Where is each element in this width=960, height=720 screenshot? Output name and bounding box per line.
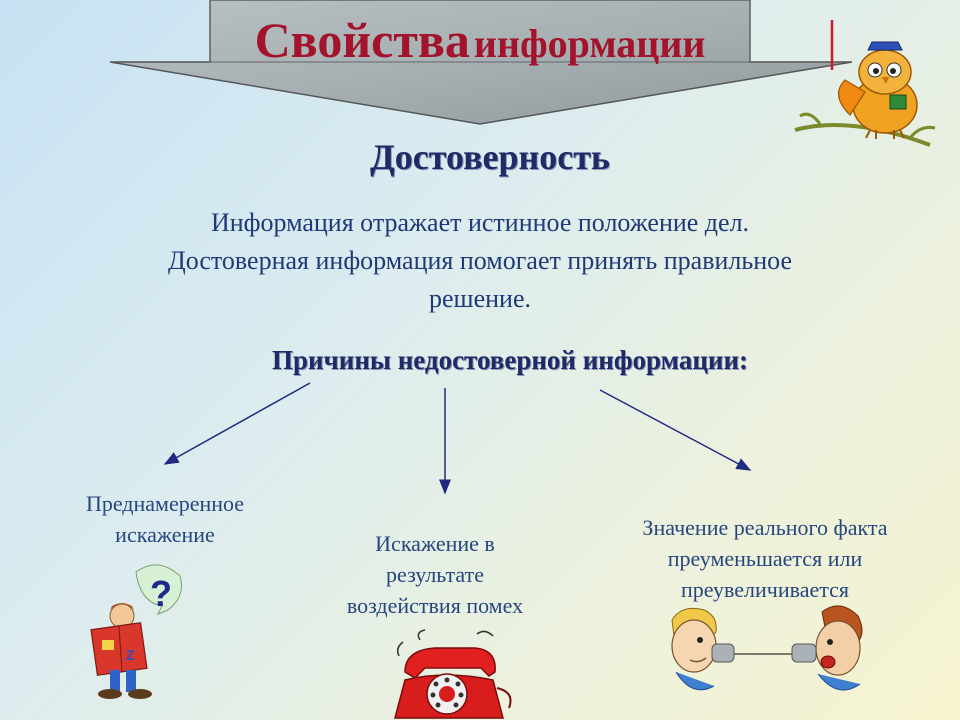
description-line: Достоверная информация помогает принять … (167, 246, 793, 275)
cause-line: Преднамеренное (85, 491, 245, 516)
description-line: решение. (429, 284, 531, 313)
cause-noise-distortion: Искажение в результате воздействия помех (310, 528, 560, 621)
two-people-phone-illustration (671, 605, 863, 691)
cause-line: результате (386, 562, 484, 587)
cause-exaggeration: Значение реального факта преуменьшается … (600, 512, 930, 605)
arrow-left (163, 382, 311, 465)
cause-intentional-distortion: Преднамеренное искажение (40, 488, 290, 550)
cause-line: Значение реального факта (642, 515, 888, 540)
boy-with-question-illustration: ? Z (90, 564, 182, 699)
arrow-right (599, 389, 752, 471)
cause-line: воздействия помех (346, 593, 524, 618)
cause-line: преувеличивается (681, 577, 849, 602)
svg-text:Z: Z (126, 647, 135, 663)
reasons-heading: Причины недостоверной информации: (271, 345, 749, 375)
page-title: Свойства информации (254, 12, 706, 68)
description-text: Информация отражает истинное положение д… (70, 204, 890, 318)
svg-text:?: ? (150, 573, 172, 614)
red-phone-illustration (394, 629, 512, 719)
property-title: Достоверность (370, 137, 610, 177)
cause-line: преуменьшается или (667, 546, 863, 571)
cause-line: искажение (115, 522, 215, 547)
title-banner (109, 0, 853, 125)
description-line: Информация отражает истинное положение д… (210, 208, 750, 237)
cause-line: Искажение в (375, 531, 495, 556)
owl-illustration (794, 20, 936, 147)
